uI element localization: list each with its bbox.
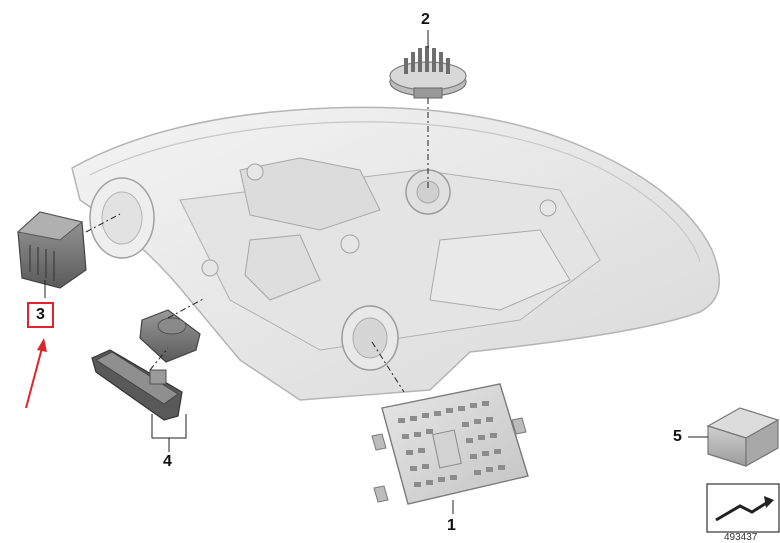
led-module-part-2[interactable] — [389, 46, 467, 99]
headlight-housing — [71, 106, 720, 401]
arrow-icon[interactable] — [706, 483, 780, 533]
callout-part-4[interactable]: 4 — [163, 453, 172, 470]
adapter-part-4[interactable] — [139, 309, 201, 363]
leader-lines — [44, 30, 708, 514]
callout-part-5[interactable]: 5 — [673, 428, 682, 445]
led-driver-board-part-1[interactable] — [371, 383, 529, 505]
cover-cap-part-4[interactable] — [91, 349, 183, 421]
document-number: 493437 — [724, 532, 758, 543]
callout-part-1[interactable]: 1 — [447, 517, 456, 534]
callout-part-3[interactable]: 3 — [27, 302, 54, 328]
leader-line-part-1-dashed — [371, 341, 405, 393]
callout-part-2[interactable]: 2 — [421, 11, 430, 28]
leader-line-part-3-to-housing — [85, 213, 121, 233]
highlight-arrow — [25, 338, 47, 409]
control-unit-part-3[interactable] — [16, 211, 87, 289]
small-part-box-part-5[interactable] — [706, 407, 780, 468]
leader-line-part-4-cap — [149, 347, 169, 371]
